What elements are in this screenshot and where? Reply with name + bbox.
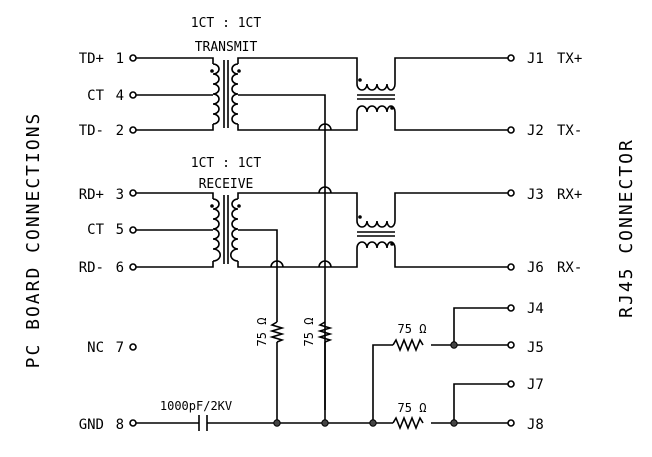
pin-number-5: 5 xyxy=(116,222,124,238)
pin-label-ct5: CT xyxy=(87,222,104,238)
transmit-ratio: 1CT : 1CT xyxy=(191,16,262,31)
terminal-j5 xyxy=(507,341,515,349)
terminal-pin-6 xyxy=(129,263,137,271)
pin-label-j8: J8 xyxy=(527,417,544,433)
signal-tx-minus: TX- xyxy=(557,123,582,139)
pin-number-1: 1 xyxy=(116,51,124,67)
resistor-r1-label: 75 Ω xyxy=(255,318,269,347)
terminal-j7 xyxy=(507,380,515,388)
signal-rx-plus: RX+ xyxy=(557,187,582,203)
pin-label-j5: J5 xyxy=(527,340,544,356)
resistor-r4-label: 75 Ω xyxy=(398,401,427,415)
transmit-label: TRANSMIT xyxy=(195,40,258,55)
terminal-pin-3 xyxy=(129,189,137,197)
pin-label-nc: NC xyxy=(87,340,104,356)
rj45-label: RJ45 CONNECTOR xyxy=(616,138,637,318)
pin-label-j1: J1 xyxy=(527,51,544,67)
resistor-r3: 75 Ω xyxy=(392,322,427,353)
terminal-pin-4 xyxy=(129,91,137,99)
left-pin-labels: TD+ 1 CT 4 TD- 2 RD+ 3 CT 5 RD- 6 NC 7 G… xyxy=(79,51,124,433)
terminal-pin-1 xyxy=(129,54,137,62)
junction-dot xyxy=(369,419,377,427)
tx-common-mode-choke xyxy=(356,78,396,113)
capacitor-label: 1000pF/2KV xyxy=(160,399,232,413)
terminal-j3 xyxy=(507,189,515,197)
rx-common-mode-choke xyxy=(356,215,396,249)
capacitor: 1000pF/2KV xyxy=(160,399,232,431)
pin-label-j3: J3 xyxy=(527,187,544,203)
junction-dot xyxy=(273,419,281,427)
pin-number-6: 6 xyxy=(116,260,124,276)
junction-dot xyxy=(450,341,458,349)
left-terminals xyxy=(129,54,137,427)
terminal-pin-5 xyxy=(129,226,137,234)
wires xyxy=(136,57,508,424)
terminal-pin-8 xyxy=(129,419,137,427)
terminal-j1 xyxy=(507,54,515,62)
resistor-r2: 75 Ω xyxy=(302,318,333,347)
pin-number-4: 4 xyxy=(116,88,124,104)
terminal-j2 xyxy=(507,126,515,134)
pin-label-j2: J2 xyxy=(527,123,544,139)
junction-dot xyxy=(321,419,329,427)
receive-label: RECEIVE xyxy=(199,177,254,192)
receive-transformer xyxy=(210,195,241,264)
terminal-j8 xyxy=(507,419,515,427)
pin-number-2: 2 xyxy=(116,123,124,139)
pc-board-label: PC BOARD CONNECTIONS xyxy=(23,112,44,369)
transmit-transformer xyxy=(210,60,241,128)
pin-label-j6: J6 xyxy=(527,260,544,276)
junctions xyxy=(273,341,458,427)
resistor-r2-label: 75 Ω xyxy=(302,318,316,347)
right-pin-labels: J1 TX+ J2 TX- J3 RX+ J6 RX- J4 J5 J7 J8 xyxy=(527,51,582,433)
terminal-pin-7 xyxy=(129,343,137,351)
right-terminals xyxy=(507,54,515,427)
terminal-j6 xyxy=(507,263,515,271)
junction-dot xyxy=(450,419,458,427)
pin-number-7: 7 xyxy=(116,340,124,356)
pin-label-j4: J4 xyxy=(527,301,544,317)
resistor-r4: 75 Ω xyxy=(392,401,427,431)
pin-number-3: 3 xyxy=(116,187,124,203)
pin-label-j7: J7 xyxy=(527,377,544,393)
terminal-pin-2 xyxy=(129,126,137,134)
pin-label-ct4: CT xyxy=(87,88,104,104)
pin-label-td-minus: TD- xyxy=(79,123,104,139)
wire-crossings xyxy=(270,123,332,268)
signal-tx-plus: TX+ xyxy=(557,51,582,67)
pin-label-td-plus: TD+ xyxy=(79,51,104,67)
pin-label-rd-plus: RD+ xyxy=(79,187,104,203)
pin-label-rd-minus: RD- xyxy=(79,260,104,276)
pin-number-8: 8 xyxy=(116,417,124,433)
resistor-r1: 75 Ω xyxy=(255,318,285,347)
terminal-j4 xyxy=(507,304,515,312)
pin-label-gnd: GND xyxy=(79,417,104,433)
receive-ratio: 1CT : 1CT xyxy=(191,156,262,171)
resistor-r3-label: 75 Ω xyxy=(398,322,427,336)
signal-rx-minus: RX- xyxy=(557,260,582,276)
